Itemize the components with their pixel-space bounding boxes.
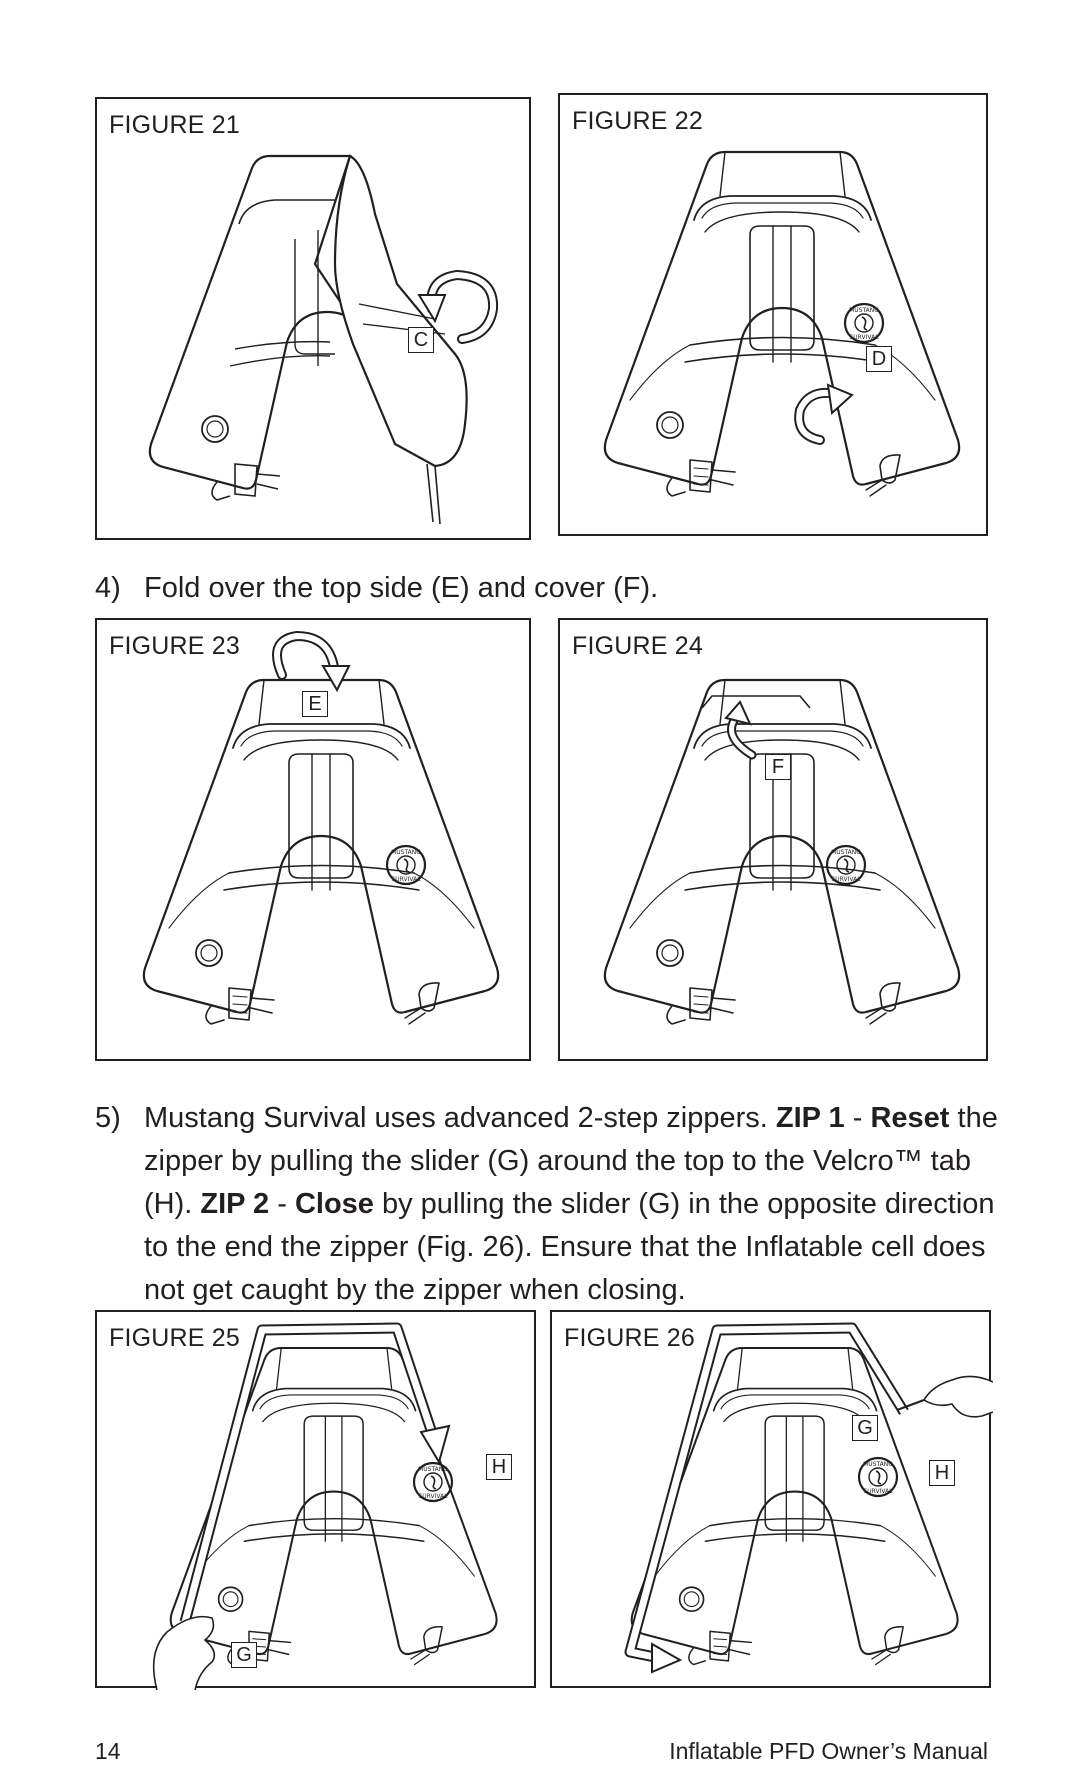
figure-21: FIGURE 21 C	[95, 97, 531, 540]
text-run: Mustang Survival uses advanced 2-step zi…	[144, 1102, 776, 1134]
figure-label: FIGURE 24	[572, 632, 703, 660]
text-bold: Reset	[870, 1102, 950, 1134]
vest-illustration	[624, 1322, 993, 1674]
figure-23: FIGURE 23 E	[95, 618, 531, 1061]
text-bold: ZIP 1	[775, 1102, 845, 1134]
figure-label: FIGURE 22	[572, 107, 703, 135]
callout-d: D	[866, 346, 892, 372]
text-run: the zipper by pulling the slider (G) aro…	[144, 1102, 998, 1220]
step-text: Fold over the top side (E) and cover (F)…	[144, 572, 659, 604]
text-run: -	[844, 1102, 871, 1134]
page-number: 14	[95, 1738, 121, 1764]
callout-g: G	[231, 1642, 257, 1668]
manual-title: Inflatable PFD Owner’s Manual	[669, 1738, 988, 1764]
vest-illustration	[603, 150, 961, 498]
figure-24: FIGURE 24 F	[558, 618, 988, 1061]
figure-label: FIGURE 26	[564, 1324, 695, 1352]
text-bold: ZIP 2	[200, 1188, 270, 1220]
vest-illustration	[152, 1322, 498, 1690]
figure-label: FIGURE 21	[109, 111, 240, 139]
vest-illustration	[148, 154, 499, 525]
step-number: 4)	[95, 572, 121, 604]
text-run: by pulling the slider (G) in the opposit…	[144, 1188, 995, 1306]
step-number: 5)	[95, 1102, 121, 1134]
figure-26: FIGURE 26 G H	[550, 1310, 993, 1688]
vest-illustration	[142, 630, 500, 1026]
callout-c: C	[408, 327, 434, 353]
figure-25: FIGURE 25 H G	[95, 1310, 536, 1690]
callout-g: G	[852, 1415, 878, 1441]
callout-h: H	[929, 1460, 955, 1486]
text-bold: Close	[294, 1188, 374, 1220]
callout-h: H	[486, 1454, 512, 1480]
vest-illustration	[603, 678, 961, 1026]
step-text: Mustang Survival uses advanced 2-step zi…	[144, 1097, 1014, 1312]
callout-f: F	[765, 754, 791, 780]
callout-e: E	[302, 691, 328, 717]
figure-label: FIGURE 25	[109, 1324, 240, 1352]
figure-label: FIGURE 23	[109, 632, 240, 660]
figure-22: FIGURE 22 D	[558, 93, 988, 536]
text-run: -	[269, 1188, 295, 1220]
